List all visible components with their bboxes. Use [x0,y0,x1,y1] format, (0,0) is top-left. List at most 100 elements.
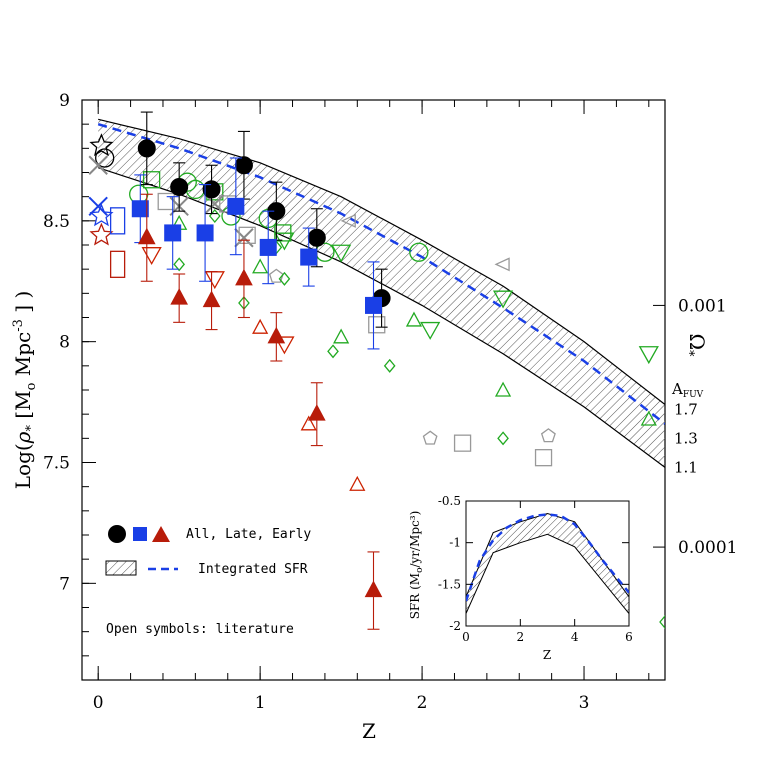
series-early-point [364,580,383,598]
legend-note: Open symbols: literature [106,622,294,637]
series-early-point [202,290,221,308]
band-upper-edge [98,118,665,405]
series-early-point [307,404,326,421]
literature-point [95,148,115,168]
right-axis-title-sub: * [681,350,696,357]
literature-point [204,271,225,290]
series-late-point [365,296,382,314]
literature-point [238,226,256,244]
series-early-point [137,227,156,245]
afuv-title-letter: A [671,380,683,398]
y-axis-title-units-rest: Mpc [11,332,35,383]
literature-point [268,268,284,283]
y-axis-title-sub: * [24,425,39,432]
series-early-point [170,288,189,305]
literature-point [327,344,339,359]
inset-y-tick-label: -2 [449,619,461,633]
y-tick-label: 7.5 [43,454,70,474]
inset-y-title-prefix: SFR (M [408,573,422,619]
afuv-title-sub: FUV [683,390,704,400]
literature-point [88,155,108,175]
literature-point [252,318,269,334]
afuv-value-label: 1.3 [674,429,698,447]
legend-band-swatch [105,560,137,576]
y-axis-title-exp: -3 [11,319,26,332]
literature-point [89,222,114,246]
right-axis-tick-label: 0.001 [678,296,727,316]
literature-point [540,428,556,443]
literature-point [205,194,225,214]
y-axis-title-units: [M [11,390,35,425]
literature-point [383,358,396,373]
y-tick-label: 8 [59,333,70,353]
afuv-value-label: 1.1 [674,458,698,476]
literature-point [252,258,269,274]
series-late-point [131,200,149,218]
inset-y-tick-label: -1 [449,536,461,550]
y-tick-label: 7 [59,574,70,594]
literature-point [349,475,366,491]
series-late-point [300,248,318,266]
y-tick-label: 8.5 [43,212,70,232]
literature-point [409,242,429,262]
legend-late-marker [133,527,147,541]
inset-band-upper [466,512,629,598]
y-axis-title-units-sub: o [24,382,39,390]
legend-all-marker [108,525,126,543]
series-late-point [164,224,182,242]
literature-point [405,311,423,327]
literature-point [157,192,175,211]
inset-x-tick-label: 4 [571,630,579,644]
inset-axes: 0 2 4 6 -2 -1.5 -1 -0.5 [438,494,633,644]
inset-y-tick-label: -0.5 [438,494,461,508]
inset-x-tick-label: 2 [517,630,525,644]
literature-point [492,290,514,309]
right-axis-title-omega: Ω [685,333,709,350]
inset-x-tick-label: 0 [462,630,470,644]
inset-y-title: SFR (Mo/yr/Mpc³) [408,511,425,620]
literature-point [333,328,350,344]
literature-point [300,415,317,431]
literature-point [340,213,356,228]
legend: All, Late, Early Integrated SFR Open sym… [105,525,311,637]
x-tick-label: 0 [93,693,104,713]
inset-sfr-plot: 0 2 4 6 -2 -1.5 -1 -0.5 Z SFR (Mo/yr/Mpc³) [408,494,633,662]
literature-point [274,336,295,355]
legend-band-label: Integrated SFR [198,562,308,577]
literature-point [330,244,352,263]
series-early-point [267,326,286,344]
y-axis-title: Log(ρ* [Mo Mpc-3 ] ) [11,291,39,490]
right-axis-title: Ω* [681,333,709,357]
literature-point [659,614,665,630]
inset-x-title: Z [543,648,551,662]
literature-point [141,247,162,265]
inset-y-title-rest: /yr/Mpc³) [408,511,422,568]
inset-x-tick-label: 6 [625,630,633,644]
y-tick-label: 9 [59,91,70,111]
series-all-point [137,139,156,158]
inset-band-lower [466,533,629,614]
series-late-point [259,238,277,256]
literature-point [109,207,126,235]
series-all-point [234,156,253,175]
literature-point [420,321,441,340]
y-axis-title-rho: ρ [11,431,35,444]
literature-point [640,410,657,426]
series-all-point [170,178,189,196]
literature-point [234,228,254,248]
inset-y-tick-label: -1.5 [438,577,461,591]
literature-point [274,232,295,251]
afuv-value-label: 1.7 [674,400,698,418]
literature-point [368,316,386,334]
x-tick-label: 1 [255,693,266,713]
literature-point [534,449,553,467]
literature-point [494,257,510,272]
literature-point [173,257,186,272]
afuv-title: AFUV [671,380,704,400]
literature-point [89,203,114,227]
legend-symbols-label: All, Late, Early [186,527,311,542]
inset-y-title-sub: o [415,568,425,573]
literature-point [278,271,291,286]
y-axis-title-suffix: ] ) [11,291,35,319]
